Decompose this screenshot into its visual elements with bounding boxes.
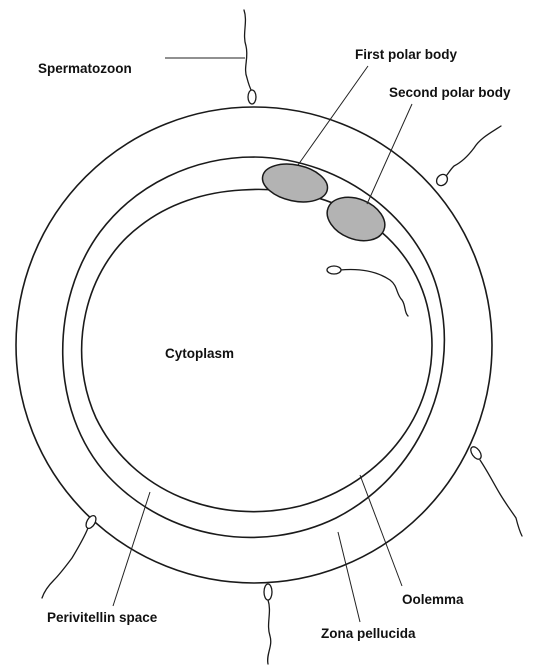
spermatozoon-top-head xyxy=(248,90,256,104)
spermatozoon-bottom-tail xyxy=(268,600,271,664)
spermatozoon-bottom-head xyxy=(264,584,272,600)
label-oolemma: Oolemma xyxy=(402,592,464,607)
leader-perivitellin-space xyxy=(113,492,150,606)
spermatozoon-top-tail xyxy=(244,10,252,92)
spermatozoon-left-lower-head xyxy=(84,514,98,530)
label-perivitellin-space: Perivitellin space xyxy=(47,610,158,625)
label-spermatozoon: Spermatozoon xyxy=(38,61,132,76)
spermatozoon-right-lower-tail xyxy=(480,460,522,536)
second-polar-body xyxy=(321,189,392,249)
leader-second-polar-body xyxy=(367,104,412,204)
leader-first-polar-body xyxy=(298,66,368,165)
label-first-polar-body: First polar body xyxy=(355,47,458,62)
leader-zona-pellucida xyxy=(338,532,360,622)
spermatozoon-left-lower-tail xyxy=(42,528,88,598)
label-second-polar-body: Second polar body xyxy=(389,85,511,100)
spermatozoon-right-upper-tail xyxy=(446,126,501,176)
spermatozoon-right-lower-head xyxy=(469,445,484,461)
internal-spermatozoon-head xyxy=(327,266,341,274)
zona-pellucida-inner-boundary xyxy=(63,157,445,537)
oolemma-membrane xyxy=(82,189,432,511)
first-polar-body xyxy=(259,159,331,208)
label-cytoplasm: Cytoplasm xyxy=(165,346,234,361)
label-zona-pellucida: Zona pellucida xyxy=(321,626,416,641)
leader-oolemma xyxy=(360,475,402,586)
internal-spermatozoon-tail xyxy=(340,269,408,316)
